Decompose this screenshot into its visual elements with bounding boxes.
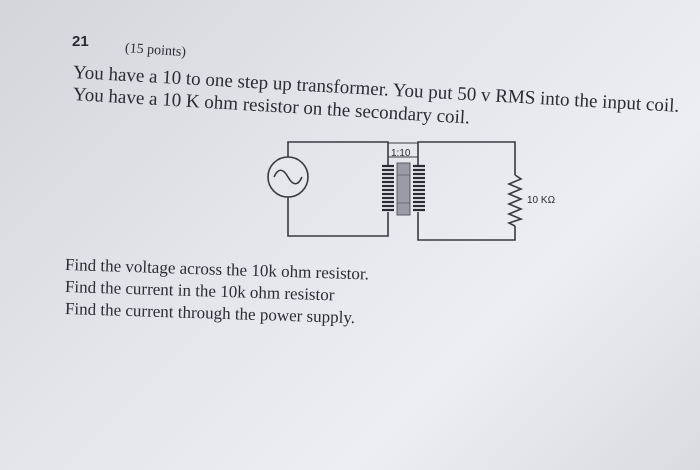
secondary-coil [413, 164, 425, 212]
turns-ratio-label: 1:10 [391, 148, 411, 159]
turns-ratio-box [387, 142, 419, 158]
transformer-core [396, 162, 411, 216]
resistor-value-label: 10 KΩ [527, 195, 556, 206]
secondary-wire [417, 141, 516, 241]
problem-number: 21 [72, 33, 89, 50]
ac-source-icon [267, 156, 309, 198]
resistor-symbol [506, 174, 524, 227]
primary-coil [382, 164, 394, 212]
